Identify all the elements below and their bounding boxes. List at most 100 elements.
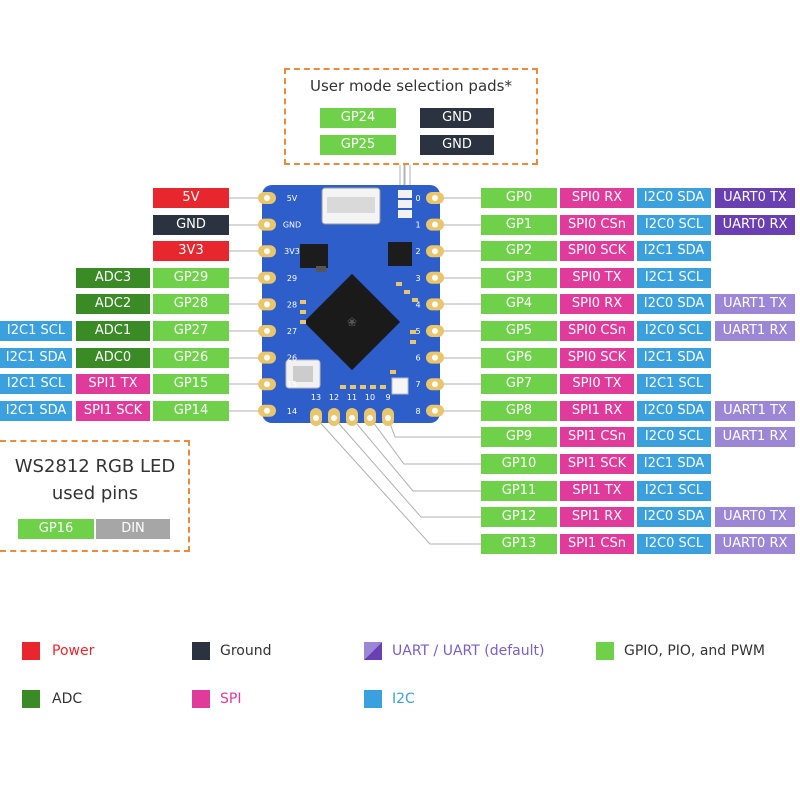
ws2812-led: [391, 377, 409, 395]
right-pin-7-gp: GP7: [481, 374, 557, 394]
raspberry-logo-icon: ❀: [347, 315, 357, 329]
silk-left-0: 5V: [287, 194, 298, 203]
right-pin-0-uart: UART0 TX: [715, 188, 795, 208]
left-pin-6-main: GP26: [153, 348, 229, 368]
legend-uart-label: UART: [392, 643, 430, 659]
silk-left-6: 26: [287, 354, 297, 363]
right-pin-4-gp: GP4: [481, 294, 557, 314]
silk-bottom-4: 9: [385, 393, 390, 402]
board-pad-hole-right-7: [432, 381, 438, 388]
ws2812-din: DIN: [96, 519, 170, 539]
ws2812-title-line2: used pins: [51, 483, 139, 504]
usb-c-port: [327, 197, 375, 213]
board-pad-hole-bottom-0: [313, 415, 319, 421]
silk-left-3: 29: [287, 274, 297, 283]
silk-right-1: 1: [415, 221, 420, 230]
right-pin-1-spi: SPI0 CSn: [560, 215, 634, 235]
legend-swatch-spi: [192, 690, 210, 708]
smd-component-11: [300, 320, 306, 324]
right-pin-5-uart: UART1 RX: [715, 321, 795, 341]
legend-swatch-uart: [364, 642, 382, 660]
board-pad-hole-bottom-3: [367, 415, 373, 421]
right-pin-9-spi: SPI1 CSn: [560, 427, 634, 447]
legend-label-gpio: GPIO, PIO, and PWM: [624, 643, 765, 659]
right-pin-13-spi: SPI1 CSn: [560, 534, 634, 554]
board-pad-hole-bottom-2: [349, 415, 355, 421]
board-pad-hole-right-5: [432, 328, 438, 334]
silk-left-4: 28: [287, 300, 297, 309]
user-mode-gnd-2: GND: [420, 135, 494, 155]
user-mode-gnd-1: GND: [420, 108, 494, 128]
right-pin-9-i2c: I2C0 SCL: [637, 427, 711, 447]
right-pin-1-i2c: I2C0 SCL: [637, 215, 711, 235]
left-pin-6-i2c: I2C1 SDA: [0, 348, 72, 368]
right-pin-1-uart: UART0 RX: [715, 215, 795, 235]
regulator-chip: [300, 244, 328, 268]
smd-component-0: [396, 282, 402, 286]
board-pad-hole-right-4: [432, 301, 438, 308]
user-pad-3: [398, 210, 412, 218]
board-pad-hole-right-8: [432, 407, 438, 414]
right-pin-7-i2c: I2C1 SCL: [637, 374, 711, 394]
board-pad-hole-bottom-1: [331, 415, 337, 421]
silk-left-2: 3V3: [284, 247, 300, 256]
right-pin-13-i2c: I2C0 SCL: [637, 534, 711, 554]
silk-right-6: 6: [415, 354, 420, 363]
right-pin-0-spi: SPI0 RX: [560, 188, 634, 208]
right-pin-5-i2c: I2C0 SCL: [637, 321, 711, 341]
legend-swatch-ground: [192, 642, 210, 660]
right-pin-12-gp: GP12: [481, 507, 557, 527]
right-pin-6-gp: GP6: [481, 348, 557, 368]
user-pad-2: [398, 200, 412, 208]
smd-component-4: [340, 385, 346, 389]
silk-right-4: 4: [415, 300, 420, 309]
silk-left-7: 15: [287, 380, 297, 389]
right-pin-9-uart: UART1 RX: [715, 427, 795, 447]
right-pin-11-i2c: I2C1 SCL: [637, 481, 711, 501]
left-pin-5-adc: ADC1: [76, 321, 150, 341]
board-pad-hole-left-7: [264, 381, 270, 388]
legend-swatch-i2c: [364, 690, 382, 708]
right-pin-10-i2c: I2C1 SDA: [637, 454, 711, 474]
smd-component-3: [390, 370, 396, 374]
silk-left-5: 27: [287, 327, 297, 336]
ws2812-title-line1: WS2812 RGB LED: [14, 456, 176, 477]
board-pad-hole-left-2: [264, 248, 270, 255]
silk-bottom-2: 11: [347, 393, 357, 402]
right-pin-line-10: [369, 417, 481, 465]
right-pin-11-gp: GP11: [481, 481, 557, 501]
board-pad-hole-bottom-4: [385, 415, 391, 421]
right-pin-4-i2c: I2C0 SDA: [637, 294, 711, 314]
right-pin-0-gp: GP0: [481, 188, 557, 208]
right-pin-5-spi: SPI0 CSn: [560, 321, 634, 341]
right-pin-2-gp: GP2: [481, 241, 557, 261]
right-pin-0-i2c: I2C0 SDA: [637, 188, 711, 208]
board-pad-hole-right-2: [432, 248, 438, 255]
legend-swatch-adc: [22, 690, 40, 708]
smd-component-9: [300, 300, 306, 304]
regulator-tab: [316, 266, 326, 272]
silk-bottom-0: 13: [311, 393, 321, 402]
silk-left-1: GND: [283, 221, 301, 230]
board-pad-hole-left-5: [264, 328, 270, 334]
right-pin-13-uart: UART0 RX: [715, 534, 795, 554]
boot-button-cap: [293, 366, 313, 382]
right-pin-8-gp: GP8: [481, 401, 557, 421]
smd-component-8: [380, 385, 386, 389]
board-pad-hole-left-6: [264, 354, 270, 361]
user-pad-1: [398, 190, 412, 198]
board-pad-hole-right-0: [432, 195, 438, 201]
left-pin-0-main: 5V: [153, 188, 229, 208]
board-pad-hole-left-1: [264, 221, 270, 228]
board-pad-hole-right-1: [432, 221, 438, 228]
right-pin-7-spi: SPI0 TX: [560, 374, 634, 394]
flash-chip: [388, 242, 412, 266]
legend-label-ground: Ground: [220, 643, 272, 659]
silk-bottom-3: 10: [365, 393, 375, 402]
legend-swatch-gpio: [596, 642, 614, 660]
left-pin-7-spi: SPI1 TX: [76, 374, 150, 394]
right-pin-12-uart: UART0 TX: [715, 507, 795, 527]
right-pin-line-12: [333, 417, 481, 518]
smd-component-5: [350, 385, 356, 389]
